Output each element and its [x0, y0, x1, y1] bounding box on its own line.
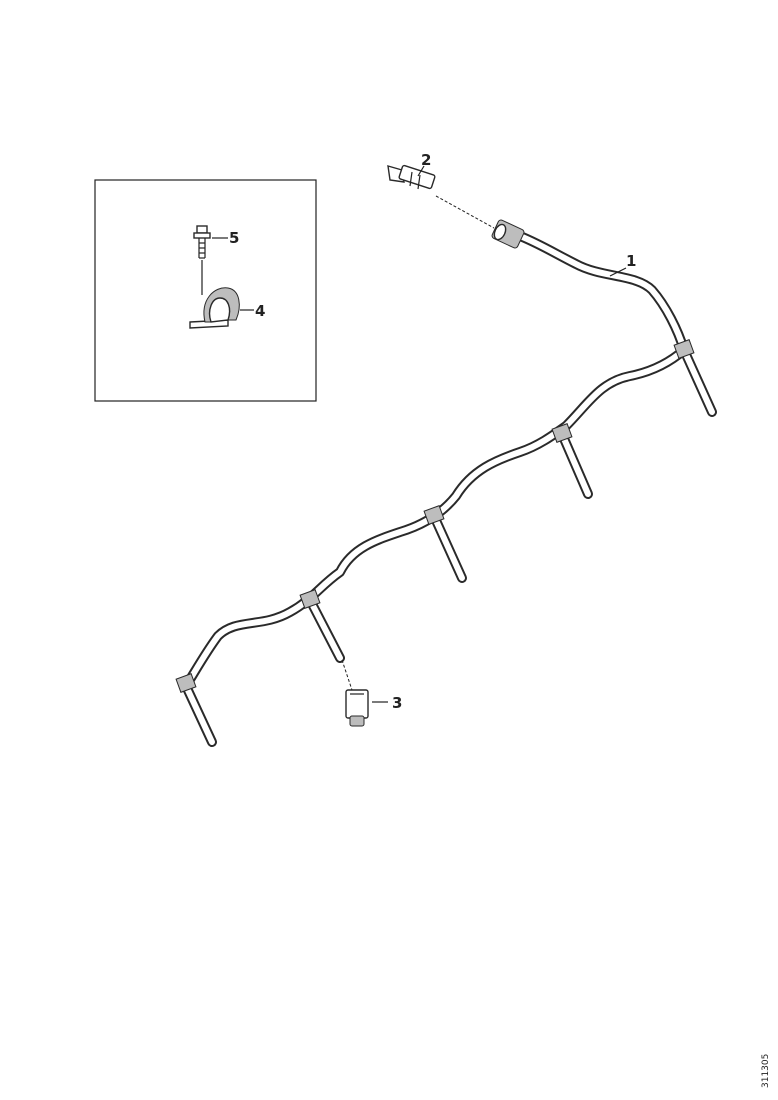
- callout-2: 2: [421, 151, 431, 169]
- injector-branch-pipes: [181, 345, 717, 747]
- nut-part: [345, 689, 369, 727]
- callout-3: 3: [392, 694, 402, 712]
- rail-end-fitting: [491, 219, 525, 249]
- clamp-part: [189, 287, 240, 329]
- callout-1: 1: [626, 252, 636, 270]
- rail-collars: [175, 339, 695, 693]
- callout-5: 5: [229, 229, 239, 247]
- callout-4: 4: [255, 302, 265, 320]
- document-number: 311305: [761, 1054, 771, 1088]
- bolt-part: [193, 225, 211, 259]
- connector-part: [387, 164, 436, 190]
- detail-inset-frame: [94, 179, 317, 402]
